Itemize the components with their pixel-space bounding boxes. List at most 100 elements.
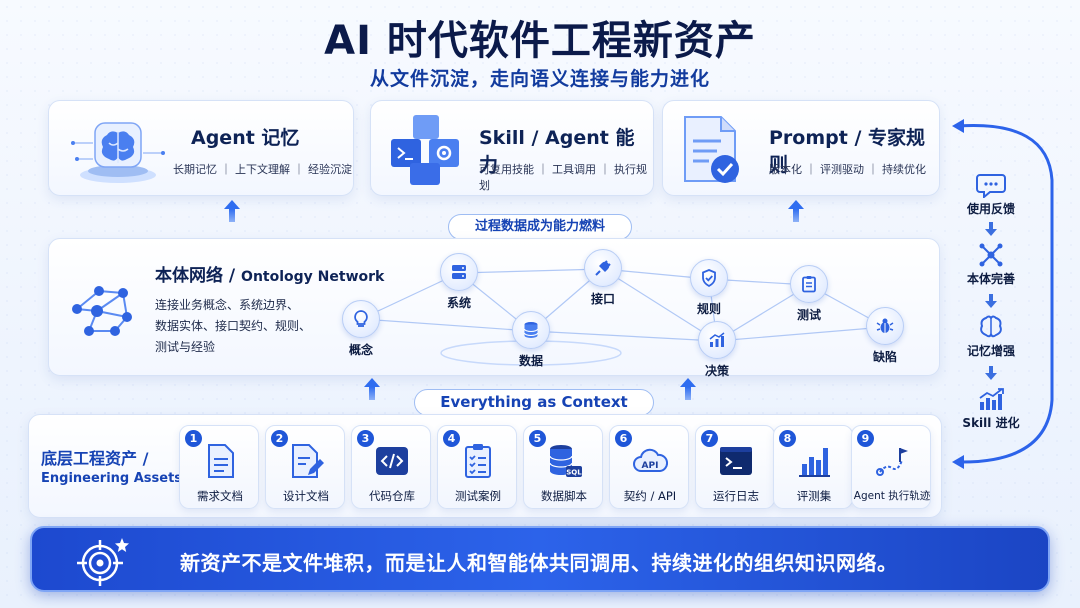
svg-text:API: API <box>642 461 659 471</box>
asset-label: 设计文档 <box>283 489 329 503</box>
network-icon <box>976 242 1006 268</box>
brain-icon <box>63 113 173 187</box>
node-system: 系统 <box>437 253 481 311</box>
bug-icon <box>866 307 904 345</box>
path-flag-icon <box>874 442 910 480</box>
engineering-assets-panel: 底层工程资产 / Engineering Assets 1 需求文档 2 设计文… <box>28 414 942 518</box>
node-data-label: 数据 <box>518 354 543 368</box>
feedback-memory-label: 记忆增强 <box>966 344 1015 358</box>
ontology-desc-line-3: 测试与经验 <box>155 340 216 354</box>
checklist-icon <box>460 442 496 480</box>
asset-code-repo: 3 代码仓库 <box>351 425 431 509</box>
asset-number: 5 <box>529 430 546 447</box>
growth-chart-icon <box>976 386 1006 412</box>
prompt-rules-card: Prompt / 专家规则 版本化 ｜ 评测驱动 ｜ 持续优化 <box>662 100 940 196</box>
edit-document-icon <box>288 442 324 480</box>
ontology-desc-line-2: 数据实体、接口契约、规则、 <box>155 319 312 333</box>
feedback-usage: 使用反馈 <box>946 172 1036 217</box>
node-test: 测试 <box>787 265 831 323</box>
feedback-ontology: 本体完善 <box>946 242 1036 287</box>
node-system-label: 系统 <box>446 296 471 310</box>
banner-text: 新资产不是文件堆积，而是让人和智能体共同调用、持续进化的组织知识网络。 <box>180 551 898 575</box>
lightbulb-icon <box>342 300 380 338</box>
asset-number: 9 <box>857 430 874 447</box>
agent-memory-card: Agent 记忆 长期记忆 ｜ 上下文理解 ｜ 经验沉淀 <box>48 100 354 196</box>
feedback-memory: 记忆增强 <box>946 314 1036 359</box>
agent-memory-subtitle: 长期记忆 ｜ 上下文理解 ｜ 经验沉淀 <box>173 163 352 176</box>
code-icon <box>374 442 410 480</box>
svg-text:SQL: SQL <box>566 469 582 477</box>
node-rule-label: 规则 <box>696 302 721 316</box>
summary-banner: 新资产不是文件堆积，而是让人和智能体共同调用、持续进化的组织知识网络。 <box>30 526 1050 592</box>
skill-agent-title: Skill / Agent 能力 <box>479 127 635 176</box>
up-arrow-memory <box>224 200 240 222</box>
feedback-usage-label: 使用反馈 <box>966 202 1015 216</box>
target-icon <box>76 536 132 586</box>
asset-number: 6 <box>615 430 632 447</box>
node-defect: 缺陷 <box>863 307 907 365</box>
asset-test-cases: 4 测试案例 <box>437 425 517 509</box>
asset-number: 3 <box>357 430 374 447</box>
server-icon <box>440 253 478 291</box>
ontology-network-panel: 本体网络 / Ontology Network 连接业务概念、系统边界、 数据实… <box>48 238 940 379</box>
node-test-label: 测试 <box>796 308 821 322</box>
asset-data-scripts: 5 SQL 数据脚本 <box>523 425 603 509</box>
asset-contract-api: 6 API 契约 / API <box>609 425 689 509</box>
asset-label: 需求文档 <box>197 489 243 503</box>
asset-label: Agent 执行轨迹 <box>853 490 931 502</box>
asset-agent-trace: 9 Agent 执行轨迹 <box>851 425 931 509</box>
feedback-skill: Skill 进化 <box>946 386 1036 431</box>
context-label-pill: Everything as Context <box>414 389 654 416</box>
asset-runtime-logs: 7 运行日志 <box>695 425 775 509</box>
database-icon <box>512 311 550 349</box>
asset-label: 代码仓库 <box>369 489 415 503</box>
asset-label: 评测集 <box>796 489 832 503</box>
asset-label: 契约 / API <box>623 489 677 503</box>
node-rule: 规则 <box>687 259 731 317</box>
node-interface: 接口 <box>581 249 625 307</box>
shield-check-icon <box>690 259 728 297</box>
asset-label: 运行日志 <box>713 489 759 503</box>
node-decision: 决策 <box>695 321 739 379</box>
down-arrow-2 <box>985 294 997 308</box>
skill-agent-subtitle: 可复用技能 ｜ 工具调用 ｜ 执行规划 <box>479 163 647 192</box>
asset-number: 4 <box>443 430 460 447</box>
asset-number: 1 <box>185 430 202 447</box>
asset-label: 测试案例 <box>455 489 501 503</box>
asset-requirements-doc: 1 需求文档 <box>179 425 259 509</box>
asset-number: 2 <box>271 430 288 447</box>
sql-database-icon: SQL <box>546 442 582 480</box>
down-arrow-3 <box>985 366 997 380</box>
agent-memory-title: Agent 记忆 <box>191 127 300 149</box>
feedback-skill-label: Skill 进化 <box>962 416 1020 430</box>
assets-title-cn: 底层工程资产 / <box>41 449 149 468</box>
node-concept-label: 概念 <box>348 343 373 357</box>
asset-label: 数据脚本 <box>541 489 587 503</box>
up-arrow-assets-right <box>680 378 696 400</box>
asset-number: 8 <box>779 430 796 447</box>
ontology-title-cn: 本体网络 / <box>155 266 242 286</box>
trend-chart-icon <box>698 321 736 359</box>
feedback-ontology-label: 本体完善 <box>966 272 1015 286</box>
node-defect-label: 缺陷 <box>872 350 897 364</box>
bar-chart-icon <box>796 442 832 480</box>
fuel-label-pill: 过程数据成为能力燃料 <box>448 214 632 240</box>
asset-design-doc: 2 设计文档 <box>265 425 345 509</box>
ontology-title: 本体网络 / Ontology Network <box>155 261 384 286</box>
page-subtitle: 从文件沉淀，走向语义连接与能力进化 <box>369 68 710 90</box>
down-arrow-1 <box>985 222 997 236</box>
document-icon <box>202 442 238 480</box>
network-icon <box>67 281 139 337</box>
api-cloud-icon: API <box>632 442 669 480</box>
asset-eval-set: 8 评测集 <box>773 425 853 509</box>
ontology-title-en: Ontology Network <box>241 269 385 285</box>
ontology-description: 连接业务概念、系统边界、 数据实体、接口契约、规则、 测试与经验 <box>155 295 311 358</box>
page-title: AI 时代软件工程新资产 <box>324 18 756 64</box>
plug-icon <box>584 249 622 287</box>
asset-number: 7 <box>701 430 718 447</box>
prompt-rules-subtitle: 版本化 ｜ 评测驱动 ｜ 持续优化 <box>769 163 926 176</box>
chat-icon <box>976 172 1006 200</box>
assets-title-en: Engineering Assets <box>41 471 183 486</box>
cubes-icon <box>383 111 469 189</box>
node-decision-label: 决策 <box>704 364 729 378</box>
